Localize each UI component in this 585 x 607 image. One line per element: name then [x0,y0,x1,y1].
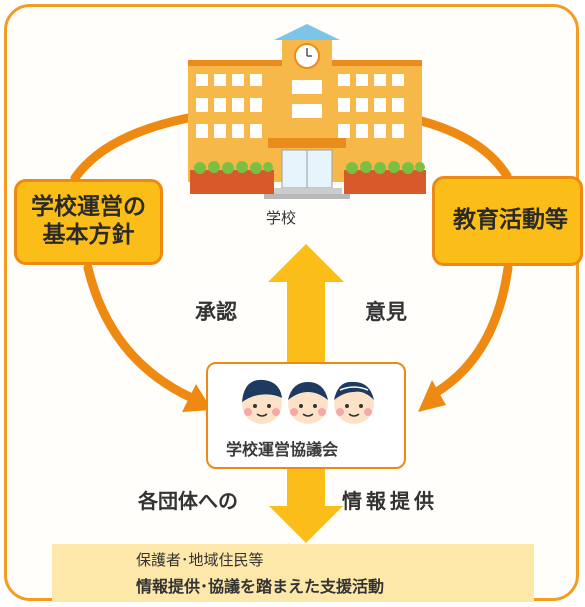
arrowhead-left [182,384,212,412]
info-provision-left-label: 各団体への [138,489,238,513]
policy-line1: 学校運営の [31,194,146,221]
school-building-icon [188,24,426,199]
policy-line2: 基本方針 [42,222,135,248]
arc-school-to-policy [70,113,193,183]
opinion-label: 意見 [365,300,407,324]
school-policy-box: 学校運営の 基本方針 [14,179,163,265]
member-face-right-icon [334,381,374,424]
vertical-arrow-up [268,244,344,362]
member-face-center-icon [288,382,328,424]
member-face-left-icon [242,379,282,424]
bottom-line1: 保護者･地域住民等 [136,551,264,569]
council-label: 学校運営協議会 [226,440,339,459]
arc-activity-to-council [425,263,513,401]
approval-label: 承認 [195,300,237,324]
council-members-icon [242,379,374,424]
info-provision-right-label: 情報提供 [342,489,438,513]
school-label: 学校 [266,209,297,227]
arc-school-to-activity [405,113,512,181]
activity-label: 教育活動等 [453,207,568,234]
education-activity-box: 教育活動等 [432,176,583,266]
bottom-info-bar [52,544,534,602]
arc-policy-to-council [83,263,197,403]
arrowhead-right [418,380,446,412]
bottom-line2: 情報提供･協議を踏まえた支援活動 [136,577,385,596]
vertical-arrow-down [269,469,343,543]
council-box [206,362,406,469]
cycle-arrows [70,113,513,403]
